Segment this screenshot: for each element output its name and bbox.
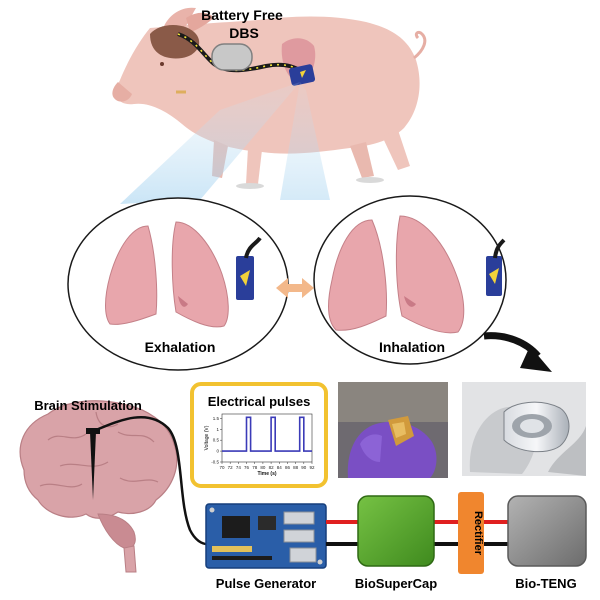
title-battery-free: Battery Free	[201, 7, 283, 23]
photo-rolled-teng	[462, 382, 586, 476]
biosupercap-label: BioSuperCap	[355, 576, 437, 591]
y-tick-label: -0.5	[211, 460, 219, 465]
stimulation-lead	[95, 415, 215, 546]
zoom-beam-left	[120, 82, 300, 204]
x-tick-label: 72	[228, 465, 234, 470]
left-lung-inhale	[328, 219, 387, 331]
photo-gloved-device	[338, 382, 448, 478]
inhalation-panel	[313, 195, 507, 365]
x-tick-label: 88	[293, 465, 299, 470]
y-tick-label: 1.5	[213, 416, 220, 421]
x-tick-label: 80	[260, 465, 266, 470]
x-tick-label: 74	[236, 465, 242, 470]
x-tick-label: 76	[244, 465, 250, 470]
rectifier-block	[458, 492, 484, 574]
curved-arrow	[483, 332, 552, 372]
x-axis-label: Time (s)	[257, 471, 276, 477]
pulses-title: Electrical pulses	[208, 394, 311, 409]
electrode-cap	[86, 428, 100, 434]
x-tick-label: 86	[285, 465, 291, 470]
teng-harvester-on-pig	[288, 64, 316, 86]
zoom-beam-right	[280, 82, 330, 200]
x-tick-label: 92	[309, 465, 315, 470]
biosupercap-block	[357, 495, 435, 567]
pulse-generator-label: Pulse Generator	[216, 576, 316, 591]
implant-device	[211, 43, 253, 71]
pig-illustration	[112, 7, 427, 189]
title-dbs: DBS	[229, 25, 259, 41]
y-axis-label: Voltage (V)	[204, 425, 210, 450]
y-tick-label: 1	[216, 427, 219, 432]
plot-area	[221, 413, 313, 463]
inhalation-label: Inhalation	[379, 339, 445, 355]
exhalation-label: Exhalation	[145, 339, 216, 355]
right-lung-exhale	[171, 221, 229, 328]
exhalation-panel	[67, 197, 289, 371]
left-lung-exhale	[105, 225, 158, 325]
pulse-generator-board	[205, 503, 327, 569]
x-tick-label: 70	[219, 465, 225, 470]
brain-illustration	[19, 400, 178, 573]
bio-teng-label: Bio-TENG	[515, 576, 576, 591]
y-tick-label: 0.5	[213, 438, 220, 443]
y-tick-label: 0	[216, 449, 219, 454]
breathing-cycle-arrow	[276, 278, 314, 298]
brain-stimulation-label: Brain Stimulation	[34, 398, 142, 413]
rectifier-label: Rectifier	[472, 511, 484, 556]
x-tick-label: 82	[269, 465, 275, 470]
x-tick-label: 84	[277, 465, 283, 470]
x-tick-label: 90	[301, 465, 307, 470]
x-tick-label: 78	[252, 465, 258, 470]
bio-teng-block	[507, 495, 587, 567]
brain-electrode	[90, 432, 96, 500]
pulse-series-line	[222, 416, 312, 452]
